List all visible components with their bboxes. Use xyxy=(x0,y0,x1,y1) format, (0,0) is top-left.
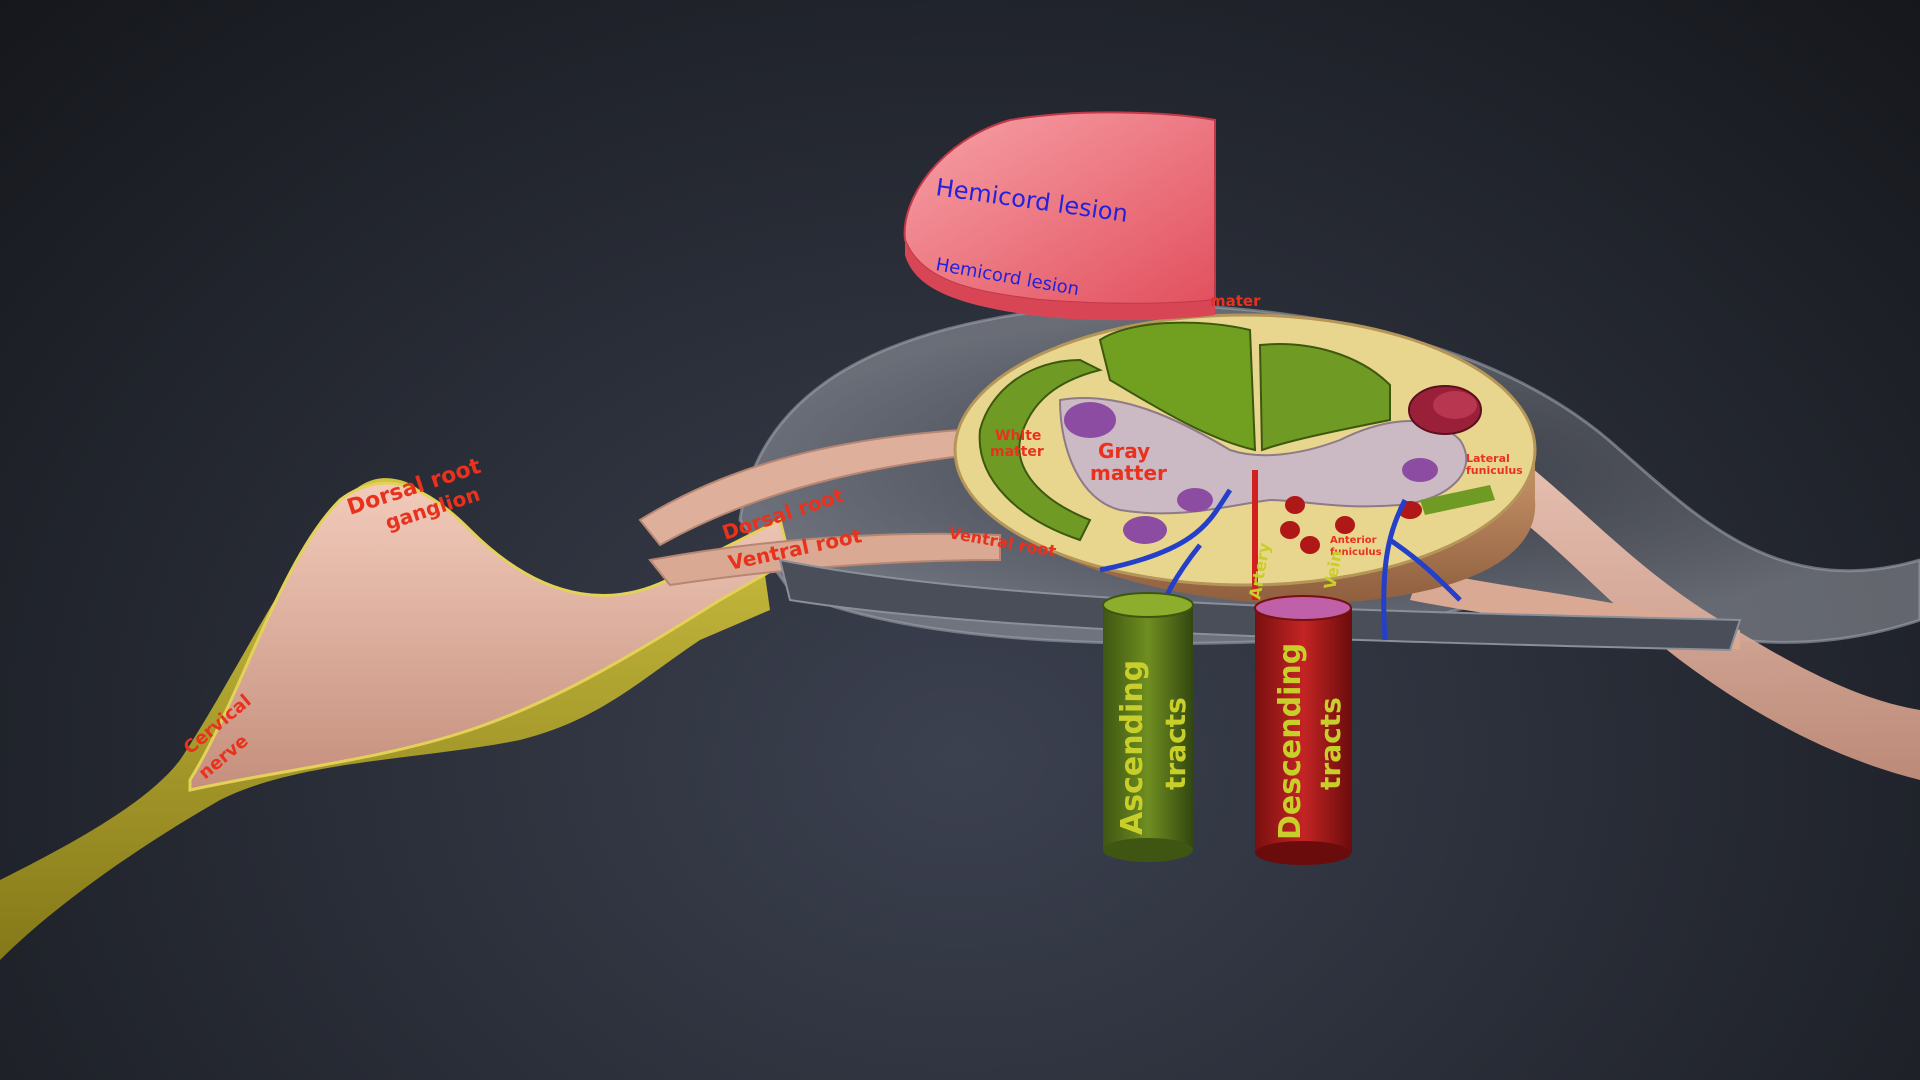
posterior-column-left xyxy=(1098,321,1257,452)
dorsal-root-ganglion xyxy=(188,481,792,792)
tract-bar-green xyxy=(1420,485,1495,515)
lateral-funiculus-label-1: Lateral xyxy=(1466,452,1510,465)
ascending-tracts-cylinder xyxy=(1102,592,1194,862)
descending-tracts-label-1: Descending xyxy=(1273,643,1308,840)
ventral-root xyxy=(648,532,1001,587)
gray-matter-nucleus-3 xyxy=(1177,488,1213,512)
lateral-funiculus-label-2: funiculus xyxy=(1466,464,1523,477)
blood-vessel-right xyxy=(1381,498,1462,641)
mater-label: mater xyxy=(1210,292,1261,310)
tract-cylinder-5 xyxy=(1300,536,1320,554)
gray-matter-nucleus-1 xyxy=(1064,402,1116,438)
spinal-cord-surface xyxy=(953,313,1537,587)
tract-cylinder-6 xyxy=(1335,516,1355,534)
white-matter-label-1: White xyxy=(995,428,1041,444)
hemicord-lesion-block xyxy=(903,111,1216,321)
white-matter xyxy=(978,358,1103,542)
anterior-ligament xyxy=(778,558,1742,652)
gray-matter-nucleus-2 xyxy=(1123,516,1167,544)
gray-matter-label-2: matter xyxy=(1090,461,1167,485)
descending-tracts-cylinder xyxy=(1254,595,1352,865)
gray-matter-nucleus-4 xyxy=(1402,458,1438,482)
tract-cylinder-3 xyxy=(1285,496,1305,514)
tract-cylinder-4 xyxy=(1280,521,1300,539)
posterior-column-right xyxy=(1258,343,1391,452)
ascending-tracts-label-2: tracts xyxy=(1159,697,1192,790)
anterior-funiculus-label-1: Anterior xyxy=(1330,535,1377,546)
right-nerve xyxy=(1460,430,1920,780)
gray-matter xyxy=(1058,397,1468,515)
ascending-tracts-label-1: Ascending xyxy=(1115,660,1150,835)
white-matter-label-2: matter xyxy=(990,444,1044,460)
anterior-funiculus-label-2: funiculus xyxy=(1330,547,1382,558)
descending-tracts-label-2: tracts xyxy=(1314,697,1347,790)
gray-matter-label-1: Gray xyxy=(1098,439,1150,463)
tract-cylinder-2 xyxy=(1433,391,1477,419)
